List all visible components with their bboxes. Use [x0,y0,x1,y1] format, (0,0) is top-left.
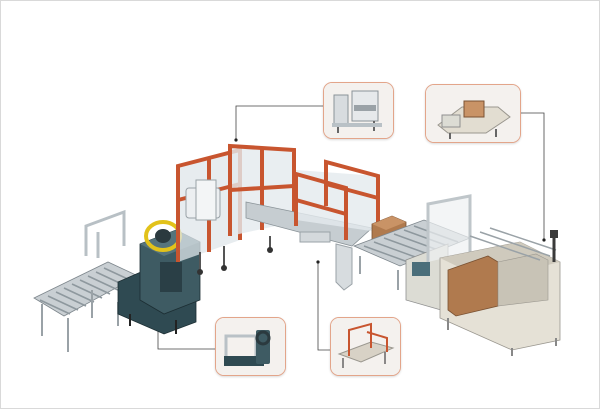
case-sealer-icon [324,83,393,138]
case-erector-icon [426,85,520,142]
callout-strapping-machine [215,317,286,376]
callout-case-erector [425,84,521,143]
strapping-machine-icon [216,318,285,375]
callout-case-sealer [323,82,394,139]
roller-conveyor-exit [33,209,139,352]
case-erector [405,194,561,356]
callout-folding-sealer [330,317,401,376]
guarded-conveyor [245,159,380,291]
folding-sealer-icon [331,318,400,375]
callout-leader-lines [157,105,545,351]
